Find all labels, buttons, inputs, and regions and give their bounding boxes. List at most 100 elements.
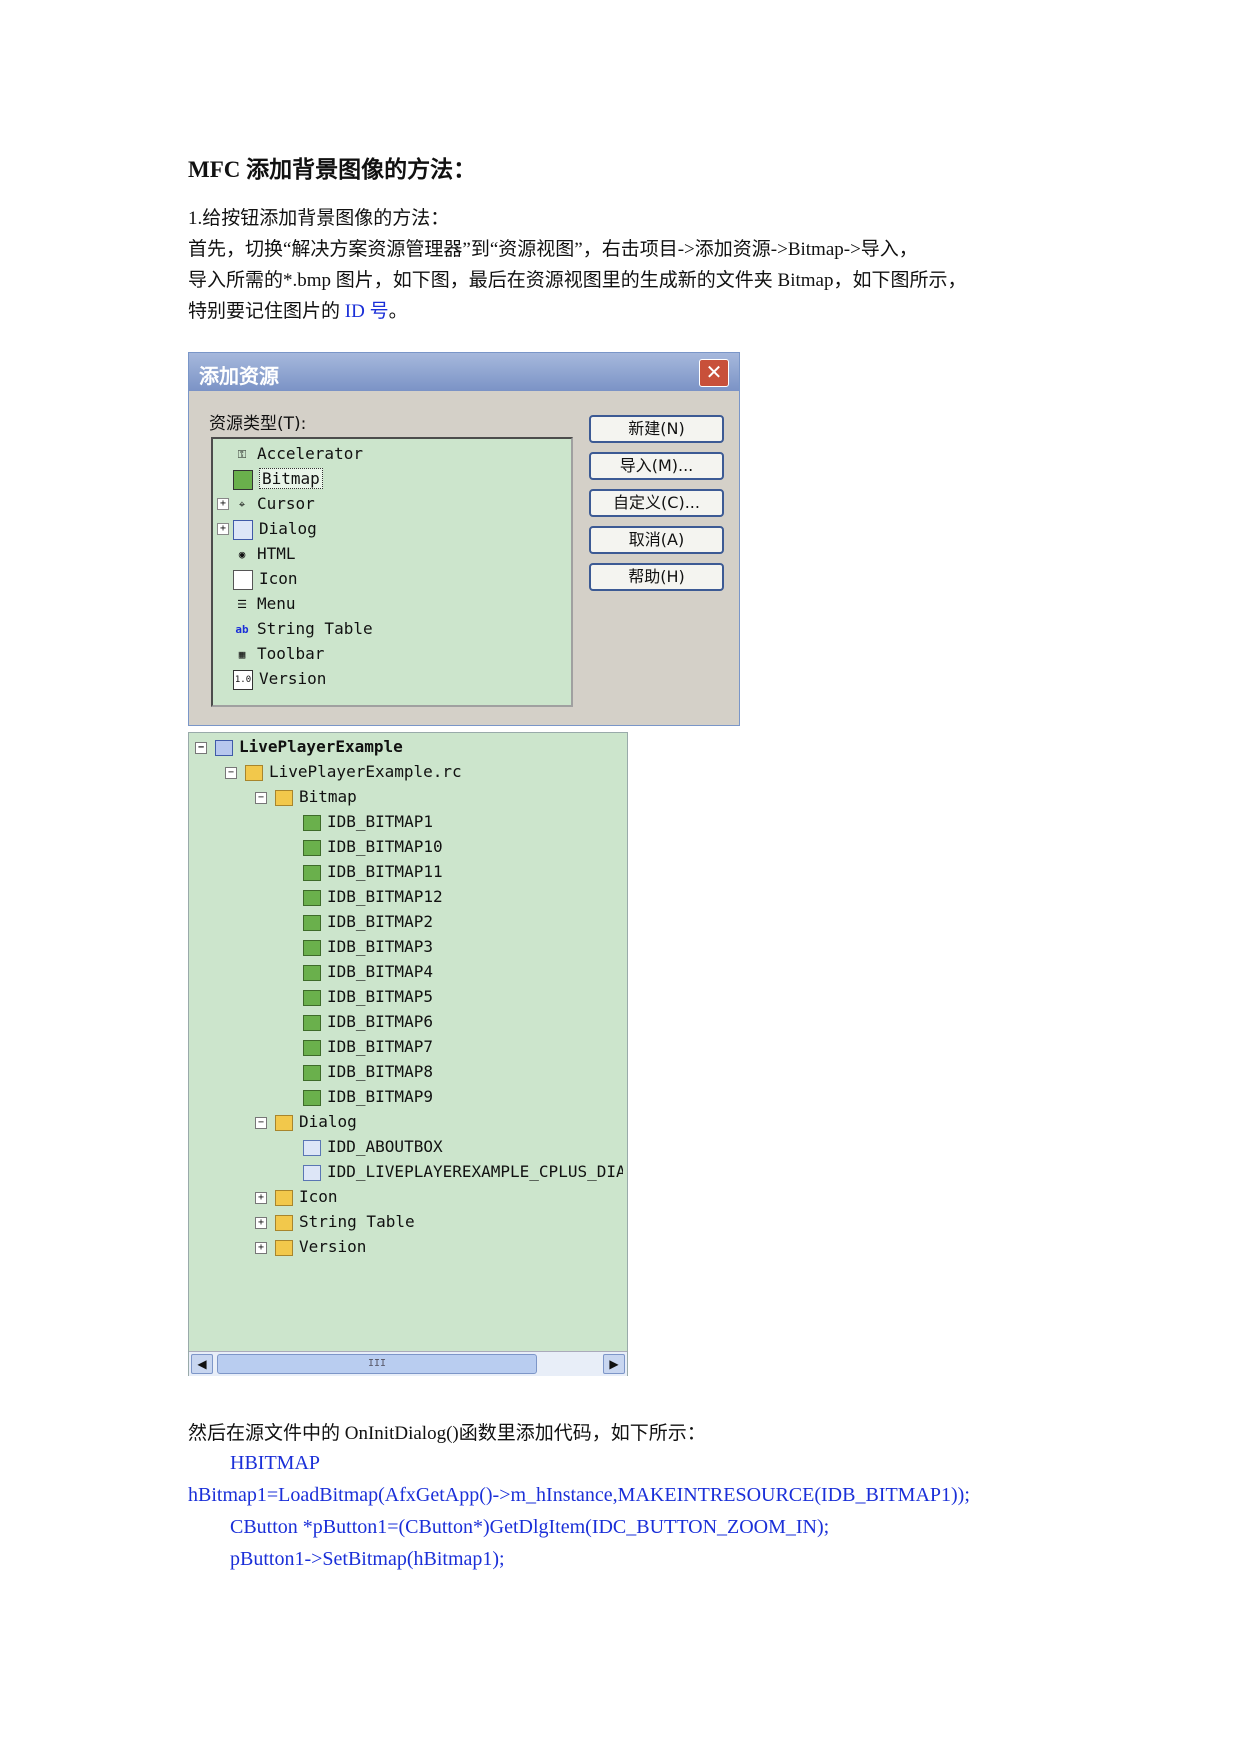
tree-node-version-folder[interactable]: +Version — [255, 1235, 366, 1259]
tree-node-string-table-folder[interactable]: +String Table — [255, 1210, 415, 1234]
expand-icon[interactable]: + — [255, 1191, 267, 1204]
paragraph-line: 首先，切换“解决方案资源管理器”到“资源视图”，右击项目->添加资源->Bitm… — [188, 239, 918, 260]
dialog-icon — [303, 1139, 321, 1156]
resource-view-tree: −LivePlayerExample −LivePlayerExample.rc… — [188, 732, 628, 1376]
folder-icon — [275, 1214, 293, 1231]
tree-node-dialog-folder[interactable]: −Dialog — [255, 1110, 357, 1134]
dialog-icon — [233, 519, 253, 540]
code-line: HBITMAP — [230, 1452, 321, 1474]
resource-type-label: 资源类型(T): — [209, 414, 307, 434]
folder-icon — [275, 1114, 293, 1131]
tree-node-bitmap[interactable]: IDB_BITMAP9 — [303, 1085, 433, 1109]
list-item[interactable]: ▦Toolbar — [233, 643, 325, 665]
new-button[interactable]: 新建(N) — [589, 415, 724, 443]
text-span: 特别要记住图片的 — [188, 301, 345, 322]
list-item[interactable]: Icon — [233, 568, 298, 590]
horizontal-scrollbar[interactable]: ◀ III ▶ — [189, 1351, 627, 1376]
list-item[interactable]: ⚿Accelerator — [233, 443, 363, 465]
bitmap-icon — [303, 989, 321, 1006]
tree-node-dialog[interactable]: IDD_ABOUTBOX — [303, 1135, 443, 1159]
tree-node-bitmap[interactable]: IDB_BITMAP4 — [303, 960, 433, 984]
tree-node-bitmap-folder[interactable]: −Bitmap — [255, 785, 357, 809]
code-line: hBitmap1=LoadBitmap(AfxGetApp()->m_hInst… — [188, 1484, 970, 1506]
import-button[interactable]: 导入(M)... — [589, 452, 724, 480]
bitmap-icon — [233, 469, 253, 490]
collapse-icon[interactable]: − — [255, 791, 267, 804]
list-item[interactable]: +⌖Cursor — [217, 493, 315, 515]
cursor-icon: ⌖ — [238, 497, 246, 511]
expand-icon[interactable]: + — [217, 523, 229, 535]
tree-node-bitmap[interactable]: IDB_BITMAP10 — [303, 835, 443, 859]
project-icon — [215, 739, 233, 756]
tree-node-icon-folder[interactable]: +Icon — [255, 1185, 338, 1209]
collapse-icon[interactable]: − — [255, 1116, 267, 1129]
paragraph-line: 然后在源文件中的 OnInitDialog()函数里添加代码，如下所示： — [188, 1423, 706, 1444]
bitmap-icon — [303, 814, 321, 831]
expand-icon[interactable]: + — [255, 1241, 267, 1254]
folder-icon — [275, 789, 293, 806]
key-icon: ⚿ — [237, 447, 247, 461]
scroll-right-icon[interactable]: ▶ — [603, 1354, 625, 1374]
bitmap-icon — [303, 1014, 321, 1031]
list-item[interactable]: ☰Menu — [233, 593, 295, 615]
section-heading: 1.给按钮添加背景图像的方法： — [188, 208, 450, 229]
cancel-button[interactable]: 取消(A) — [589, 526, 724, 554]
collapse-icon[interactable]: − — [225, 766, 237, 779]
bitmap-icon — [303, 1039, 321, 1056]
tree-node-bitmap[interactable]: IDB_BITMAP2 — [303, 910, 433, 934]
expand-icon[interactable]: + — [217, 498, 229, 510]
bitmap-icon — [303, 939, 321, 956]
tree-node-dialog[interactable]: IDD_LIVEPLAYEREXAMPLE_CPLUS_DIA — [303, 1160, 623, 1184]
text-span: 。 — [388, 301, 408, 322]
scroll-left-icon[interactable]: ◀ — [191, 1354, 213, 1374]
bitmap-icon — [303, 864, 321, 881]
bitmap-icon — [303, 1089, 321, 1106]
tree-node-rc[interactable]: −LivePlayerExample.rc — [225, 760, 462, 784]
tree-node-bitmap[interactable]: IDB_BITMAP7 — [303, 1035, 433, 1059]
id-highlight: ID 号 — [344, 301, 389, 322]
code-line: CButton *pButton1=(CButton*)GetDlgItem(I… — [230, 1516, 830, 1538]
tree-node-bitmap[interactable]: IDB_BITMAP11 — [303, 860, 443, 884]
version-icon: 1.0 — [233, 669, 253, 690]
tree-node-bitmap[interactable]: IDB_BITMAP3 — [303, 935, 433, 959]
list-item[interactable]: Bitmap — [233, 468, 323, 490]
dialog-titlebar: 添加资源 ✕ — [189, 353, 739, 391]
menu-icon: ☰ — [237, 597, 247, 611]
paragraph-line: 导入所需的*.bmp 图片，如下图，最后在资源视图里的生成新的文件夹 Bitma… — [188, 270, 967, 291]
tree-node-bitmap[interactable]: IDB_BITMAP6 — [303, 1010, 433, 1034]
scroll-thumb[interactable]: III — [217, 1354, 537, 1374]
collapse-icon[interactable]: − — [195, 741, 207, 754]
bitmap-icon — [303, 914, 321, 931]
custom-button[interactable]: 自定义(C)... — [589, 489, 724, 517]
bitmap-icon — [303, 839, 321, 856]
folder-icon — [275, 1189, 293, 1206]
bitmap-icon — [303, 964, 321, 981]
list-item[interactable]: +Dialog — [217, 518, 317, 540]
paragraph-line: 特别要记住图片的 ID 号。 — [188, 296, 408, 328]
close-button[interactable]: ✕ — [699, 359, 729, 387]
string-table-icon: ab — [235, 622, 249, 636]
help-button[interactable]: 帮助(H) — [589, 563, 724, 591]
tree-node-project[interactable]: −LivePlayerExample — [195, 735, 403, 759]
tree-node-bitmap[interactable]: IDB_BITMAP5 — [303, 985, 433, 1009]
tree-node-bitmap[interactable]: IDB_BITMAP12 — [303, 885, 443, 909]
add-resource-dialog: 添加资源 ✕ 资源类型(T): ⚿Accelerator Bitmap +⌖Cu… — [188, 352, 740, 726]
folder-icon — [275, 1239, 293, 1256]
resource-type-list[interactable]: ⚿Accelerator Bitmap +⌖Cursor +Dialog ◉HT… — [211, 437, 573, 707]
tree-node-bitmap[interactable]: IDB_BITMAP8 — [303, 1060, 433, 1084]
bitmap-icon — [303, 889, 321, 906]
bitmap-icon — [303, 1064, 321, 1081]
dialog-title: 添加资源 — [199, 364, 279, 388]
list-item[interactable]: ◉HTML — [233, 543, 296, 565]
code-line: pButton1->SetBitmap(hBitmap1); — [230, 1548, 505, 1570]
dialog-icon — [303, 1164, 321, 1181]
html-icon: ◉ — [238, 547, 246, 561]
toolbar-icon: ▦ — [238, 647, 246, 661]
expand-icon[interactable]: + — [255, 1216, 267, 1229]
document-title: MFC 添加背景图像的方法： — [188, 157, 477, 182]
folder-icon — [245, 764, 263, 781]
tree-node-bitmap[interactable]: IDB_BITMAP1 — [303, 810, 433, 834]
